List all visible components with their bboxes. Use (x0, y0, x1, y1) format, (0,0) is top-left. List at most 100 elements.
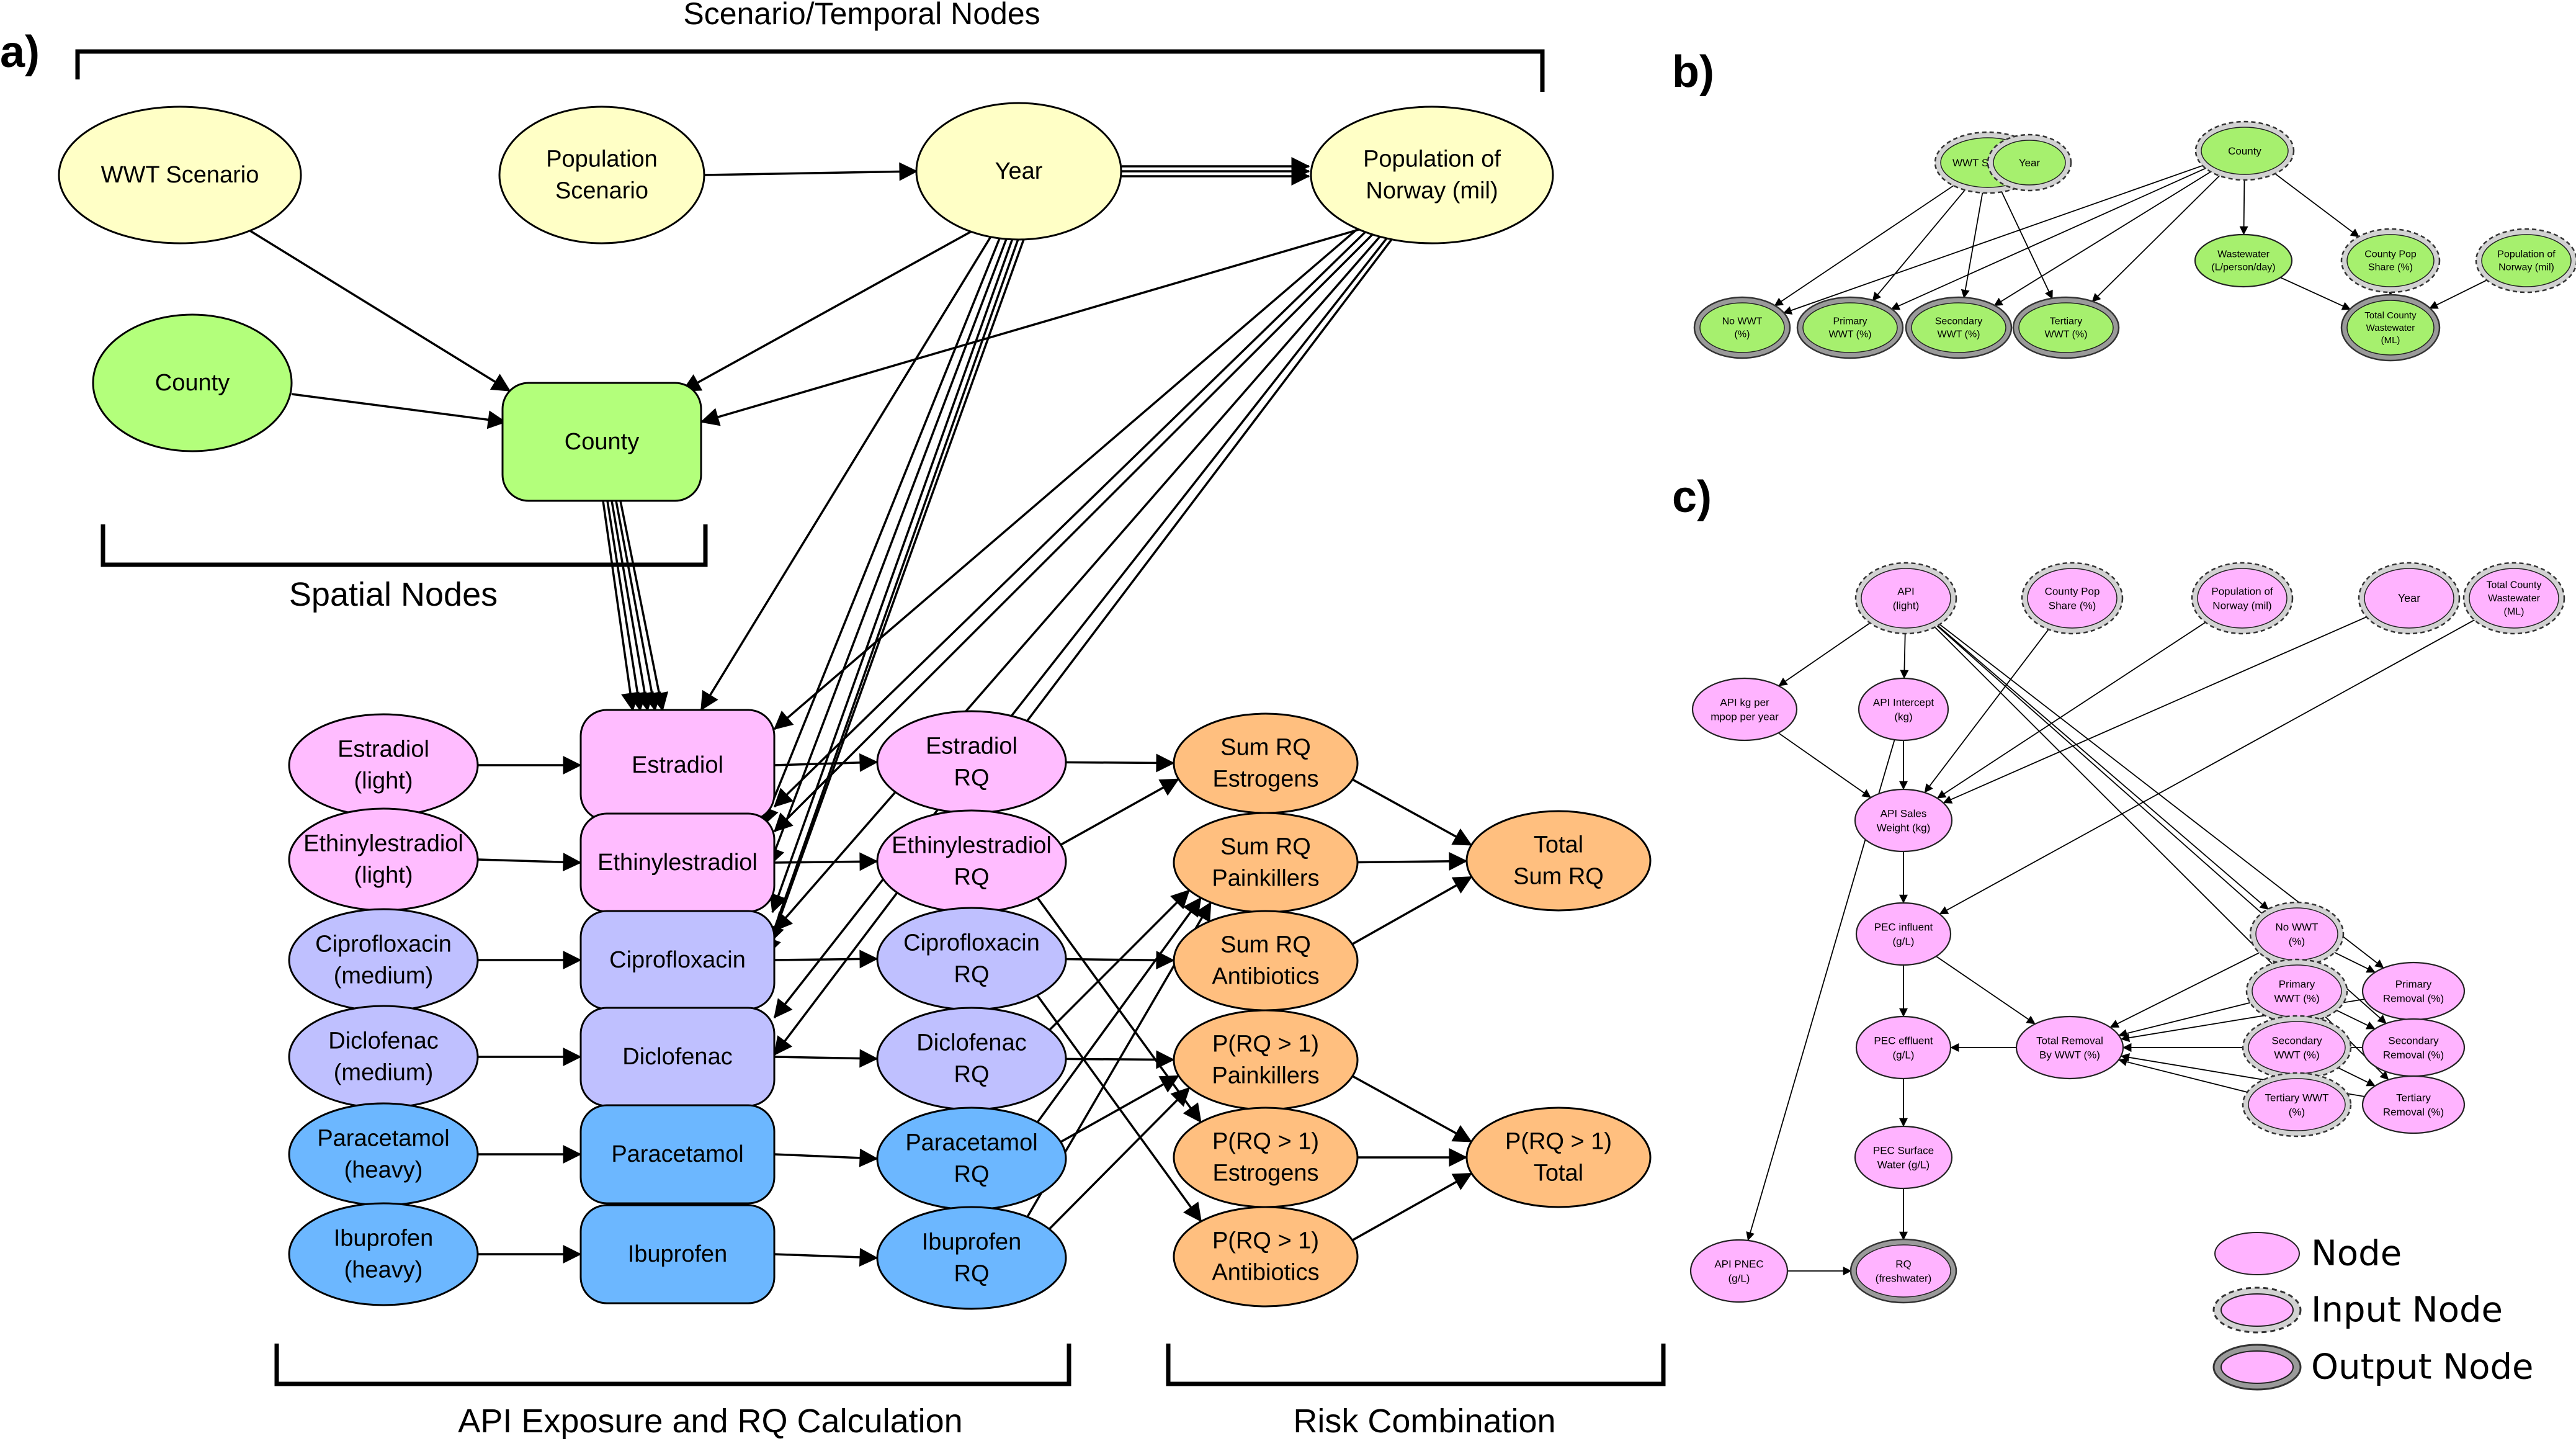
edge (1993, 171, 2212, 307)
node-shape (288, 1005, 479, 1109)
edge (774, 1148, 879, 1167)
edge (774, 1247, 879, 1267)
edge (2001, 191, 2053, 300)
node-shape (1858, 677, 1949, 742)
node-label: County (155, 370, 230, 396)
edge (1350, 778, 1472, 846)
node-b-year: Year (1987, 133, 2072, 192)
edge (606, 500, 647, 712)
node-shape (2015, 1015, 2124, 1080)
node-shape (1993, 140, 2066, 186)
edge (477, 853, 582, 872)
node-shape (2018, 302, 2114, 353)
node-b-wastewater: Wastewater(L/person/day) (2194, 233, 2293, 288)
node-shape (1173, 1206, 1359, 1308)
node-p-antibiotics: P(RQ > 1)Antibiotics (1173, 1206, 1359, 1308)
node-shape (1855, 902, 1952, 966)
node-ibuprofen-heavy: Ibuprofen(heavy) (288, 1202, 479, 1306)
node-shape (1802, 302, 1898, 353)
node-shape (58, 105, 302, 245)
node-shape (2346, 234, 2435, 287)
edge (615, 500, 661, 712)
spatial-group-label: Spatial Nodes (289, 576, 498, 613)
exposure-group-label: API Exposure and RQ Calculation (458, 1403, 962, 1440)
node-ciprofloxacin: Ciprofloxacin (579, 910, 776, 1010)
edge (610, 500, 654, 712)
node-label: Year (2019, 157, 2041, 169)
edge (248, 228, 511, 392)
edge (1872, 189, 1966, 302)
node-shape (2255, 907, 2338, 961)
node-shape (288, 908, 479, 1012)
node-label: Paracetamol(heavy) (317, 1126, 449, 1183)
edge (602, 500, 640, 712)
node-p-painkillers: P(RQ > 1)Painkillers (1173, 1009, 1359, 1111)
node-label: API(light) (1893, 585, 1920, 611)
node-label: Estradiol(light) (338, 737, 429, 794)
node-label: Diclofenac (622, 1044, 732, 1070)
legend-input-node: Input Node (2212, 1286, 2503, 1334)
edge (2335, 1009, 2376, 1030)
edge (1936, 624, 2269, 910)
edge (2337, 1067, 2376, 1087)
legend-label: Output Node (2311, 1347, 2533, 1388)
node-shape (288, 1202, 479, 1306)
edge (1924, 628, 2050, 793)
node-shape (1173, 910, 1359, 1012)
node-shape (501, 382, 702, 502)
spatial-bracket (101, 524, 708, 567)
edge (1350, 876, 1473, 946)
edge (1774, 184, 1955, 307)
node-shape (2361, 1018, 2466, 1077)
edge (1047, 1087, 1191, 1231)
node-shape (2194, 233, 2293, 288)
node-c-tertiary-wwt: Tertiary WWT(%) (2242, 1072, 2352, 1138)
node-label: RQ(freshwater) (1876, 1258, 1932, 1284)
edge (1350, 1074, 1472, 1143)
edge (767, 225, 1013, 867)
node-estradiol: Estradiol (579, 709, 776, 822)
node-label: PEC effluent(g/L) (1874, 1035, 1933, 1061)
edge (1782, 164, 2204, 315)
edge (1778, 622, 1871, 686)
panel-c-edges (1746, 616, 2475, 1275)
node-shape (288, 713, 479, 817)
edge (2274, 173, 2360, 238)
edge (774, 852, 879, 871)
node-shape (288, 1102, 479, 1206)
node-label: WWT Scenario (101, 162, 259, 188)
node-c-no-wwt: No WWT(%) (2249, 901, 2345, 967)
node-label: Ibuprofen(heavy) (334, 1226, 434, 1283)
scenario-group-label: Scenario/Temporal Nodes (683, 0, 1040, 31)
node-shape (2252, 964, 2342, 1018)
edge (763, 222, 1031, 957)
edge (773, 216, 1372, 730)
legend-swatch (2214, 1232, 2300, 1275)
node-b-no-wwt: No WWT(%) (1693, 296, 1791, 359)
